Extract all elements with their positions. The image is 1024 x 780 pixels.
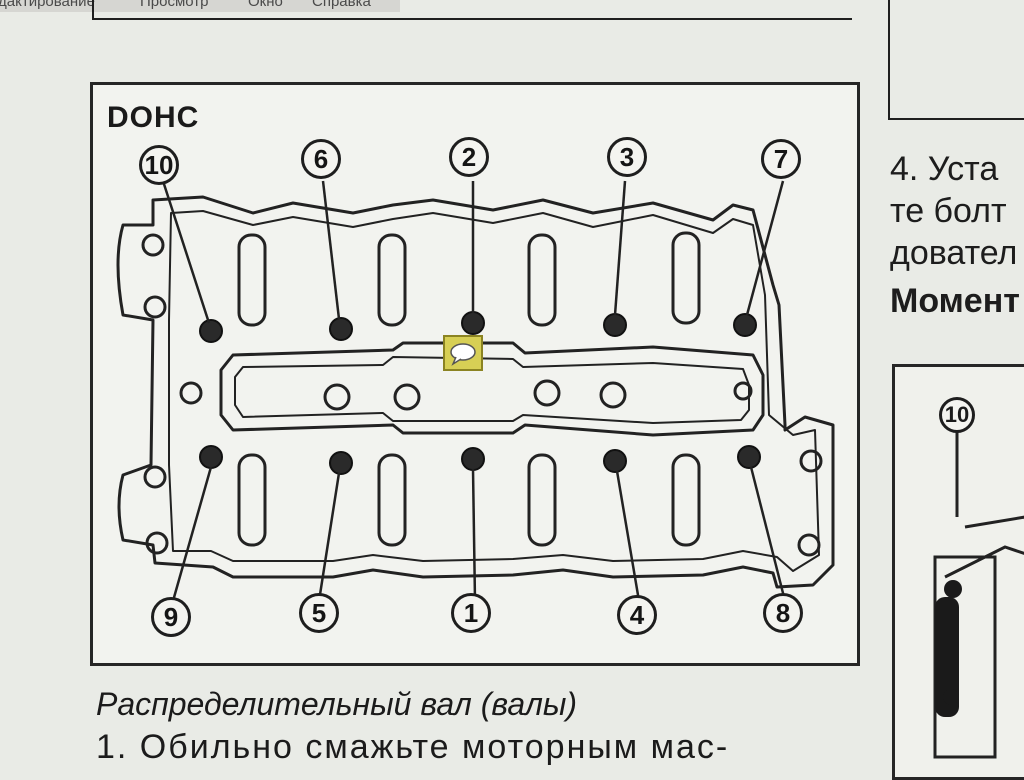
callout-bolt-9: 9 bbox=[151, 597, 191, 637]
menu-window[interactable]: Окно bbox=[248, 0, 283, 10]
callout-bolt-7: 7 bbox=[761, 139, 801, 179]
side-callout-10: 10 bbox=[939, 397, 975, 433]
callout-bolt-5: 5 bbox=[299, 593, 339, 633]
cylinder-head-drawing bbox=[116, 180, 835, 602]
note-comment-icon[interactable] bbox=[443, 335, 483, 371]
cylinder-head-figure: DOHC bbox=[90, 82, 860, 666]
menu-view[interactable]: Просмотр bbox=[140, 0, 209, 10]
previous-figure-frame bbox=[888, 0, 1024, 120]
callout-bolt-2: 2 bbox=[449, 137, 489, 177]
page-rule bbox=[92, 18, 852, 20]
callout-bolt-8: 8 bbox=[763, 593, 803, 633]
side-torque-label: Момент bbox=[890, 282, 1020, 320]
callout-bolt-10: 10 bbox=[139, 145, 179, 185]
callout-bolt-4: 4 bbox=[617, 595, 657, 635]
menu-bar: дактирование Просмотр Окно Справка bbox=[0, 0, 400, 12]
side-figure: 10 bbox=[892, 364, 1024, 780]
section-heading: Распределительный вал (валы) bbox=[96, 686, 578, 722]
side-drawing bbox=[933, 431, 1024, 759]
step-text: 1. Обильно смажьте моторным мас- bbox=[96, 728, 730, 766]
callout-bolt-3: 3 bbox=[607, 137, 647, 177]
menu-edit[interactable]: дактирование bbox=[0, 0, 95, 10]
menu-help[interactable]: Справка bbox=[312, 0, 371, 10]
page-rule bbox=[92, 0, 94, 20]
callout-bolt-6: 6 bbox=[301, 139, 341, 179]
callout-bolt-1: 1 bbox=[451, 593, 491, 633]
side-step-line: те болт bbox=[890, 192, 1007, 230]
side-step-line: довател bbox=[890, 234, 1018, 272]
side-step-line: 4. Уста bbox=[890, 150, 999, 188]
figure-title: DOHC bbox=[107, 101, 200, 134]
